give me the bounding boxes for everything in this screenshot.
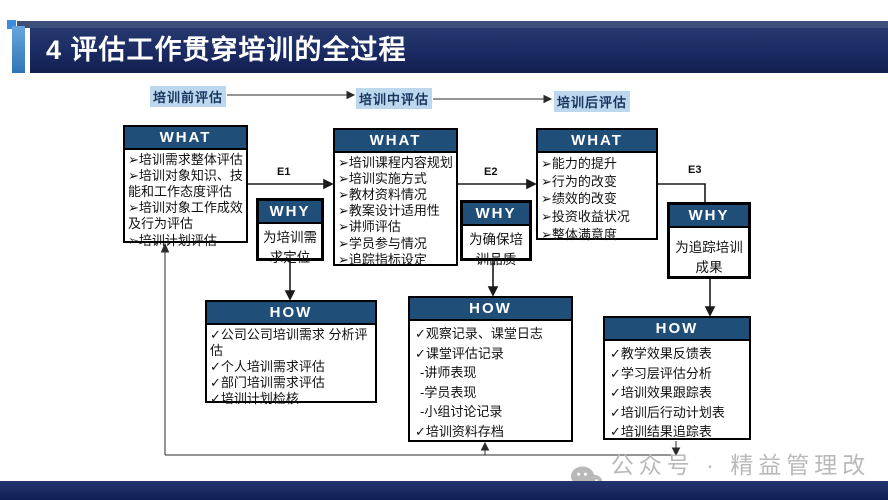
what-box-during-header: WHAT [335,130,456,153]
why-box-during-text: 为确保培训品质 [469,232,523,267]
list-item: -学员表现 [420,384,477,400]
how-box-during: HOW ✓观察记录、课堂日志 ✓课堂评估记录 -讲师表现 -学员表现 -小组讨论… [408,296,573,442]
why-box-post: WHY 为追踪培训成果 [667,202,751,279]
list-item: ✓培训后行动计划表 [610,404,725,420]
how-box-post: HOW ✓教学效果反馈表 ✓学习层评估分析 ✓培训效果跟踪表 ✓培训后行动计划表… [603,316,751,440]
phase-label-post: 培训后评估 [554,91,631,112]
list-item: ✓部门培训需求评估 [210,375,325,391]
list-item: ➢能力的提升 [541,156,617,171]
bottom-accent-bar [0,481,888,500]
list-item: ➢追踪指标设定 [338,251,427,267]
list-item: ➢投资收益状况 [541,209,630,225]
page-title: 4 评估工作贯穿培训的全过程 [46,35,407,65]
list-item: ➢培训计划评估 [128,232,217,248]
why-box-pre: WHY 为培训需求定位 [256,198,324,265]
what-box-during: WHAT ➢培训课程内容规划 ➢培训实施方式 ➢教材资料情况 ➢教案设计适用性 … [333,128,458,267]
list-item: ✓培训结果追踪表 [610,424,712,439]
title-bar: 4 评估工作贯穿培训的全过程 [30,28,888,73]
list-item: ➢行为的改变 [541,173,617,189]
why-box-during: WHY 为确保培训品质 [460,200,532,267]
title-accent-stripe [12,26,25,73]
list-item: ➢教材资料情况 [338,187,427,203]
top-accent-square [7,20,16,29]
how-box-pre-header: HOW [207,302,375,325]
list-item: -讲师表现 [420,365,477,380]
how-box-during-header: HOW [410,298,571,321]
what-box-pre: WHAT ➢培训需求整体评估 ➢培训对象知识、技能和工作态度评估 ➢培训对象工作… [123,125,248,248]
phase-label-pre: 培训前评估 [150,86,227,107]
what-box-post: WHAT ➢能力的提升 ➢行为的改变 ➢绩效的改变 ➢投资收益状况 ➢整体满意度 [536,128,658,242]
list-item: ✓个人培训需求评估 [210,359,325,375]
list-item: -小组讨论记录 [420,404,503,419]
list-item: ✓培训效果跟踪表 [610,385,712,400]
list-item: ➢培训需求整体评估 [128,152,243,167]
list-item: ✓培训计划检核 [210,391,299,407]
what-box-post-header: WHAT [538,130,656,153]
edge-label-e3: E3 [688,164,702,176]
why-box-pre-text: 为培训需求定位 [263,230,317,265]
edge-label-e2: E2 [484,166,498,178]
list-item: ➢学员参与情况 [338,235,427,251]
phase-label-during: 培训中评估 [356,88,433,109]
list-item: ✓课堂评估记录 [415,345,504,361]
list-item: ✓观察记录、课堂日志 [415,326,543,341]
list-item: ✓公司公司培训需求 分析评估 [210,327,368,359]
what-box-pre-header: WHAT [125,127,246,150]
list-item: ➢培训课程内容规划 [338,155,453,170]
list-item: ✓教学效果反馈表 [610,346,712,361]
why-box-post-text: 为追踪培训成果 [675,240,743,275]
list-item: ➢培训实施方式 [338,171,427,187]
top-accent-bar [17,21,888,28]
how-box-pre: HOW ✓公司公司培训需求 分析评估 ✓个人培训需求评估 ✓部门培训需求评估 ✓… [205,300,377,406]
list-item: ➢绩效的改变 [541,191,617,207]
list-item: ✓培训资料存档 [415,423,504,439]
why-box-during-header: WHY [463,203,529,226]
edge-label-e1: E1 [277,166,291,178]
list-item: ➢培训对象工作成效及行为评估 [128,200,243,232]
list-item: ➢教案设计适用性 [338,203,440,219]
list-item: ➢培训对象知识、技能和工作态度评估 [128,168,243,200]
list-item: ➢讲师评估 [338,219,401,235]
why-box-pre-header: WHY [259,201,321,224]
list-item: ➢整体满意度 [541,226,617,242]
why-box-post-header: WHY [670,205,748,228]
list-item: ✓学习层评估分析 [610,365,712,381]
how-box-post-header: HOW [605,318,749,341]
